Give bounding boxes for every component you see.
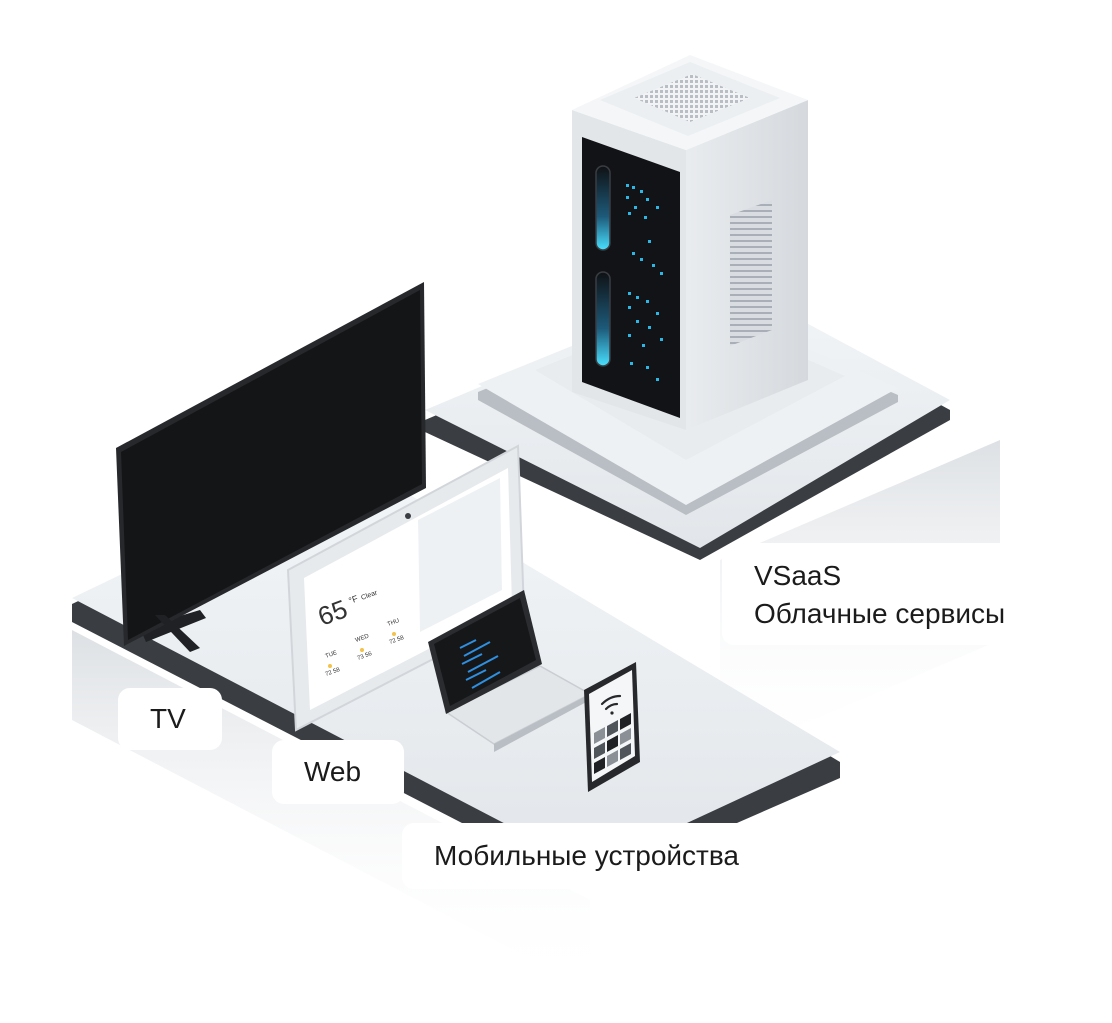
wifi-icon [600, 694, 622, 715]
weather-sun-icons [328, 632, 396, 668]
web-label-text: Web [304, 756, 362, 787]
server-led-tube-bottom [595, 271, 611, 367]
cloud-label-title: VSaaS [754, 560, 842, 591]
server-led-dots [626, 184, 663, 381]
server-top-grille [634, 74, 750, 122]
mobile-label-text: Мобильные устройства [434, 840, 740, 871]
forecast-day-2: WED [355, 633, 371, 644]
laptop-base-front [494, 694, 590, 752]
cloud-services-label: VSaaS Облачные сервисы [722, 543, 1052, 645]
tv-screen [121, 290, 422, 640]
forecast-day-3: THU [387, 618, 401, 628]
forecast-temp-2: 73 56 [357, 651, 374, 662]
smart-display-tile [418, 478, 502, 632]
tv-label: TV [118, 688, 222, 750]
web-label: Web [272, 740, 404, 804]
mobile-devices-label: Мобильные устройства [402, 823, 820, 889]
forecast-temp-1: 72 58 [325, 667, 342, 678]
phone-app-grid [594, 713, 631, 774]
smart-display-camera [405, 513, 411, 519]
laptop-code-lines [459, 639, 501, 689]
server-side-vent [730, 200, 772, 346]
cloud-label-subtitle: Облачные сервисы [754, 598, 1006, 629]
forecast-day-1: TUE [325, 650, 338, 660]
laptop-screen [434, 598, 536, 706]
tv-label-text: TV [150, 703, 186, 734]
weather-unit: °F [347, 593, 359, 606]
tv-stand-leg-left [155, 615, 200, 652]
server-led-tube-top [595, 165, 611, 251]
forecast-temp-3: 72 58 [389, 635, 406, 646]
